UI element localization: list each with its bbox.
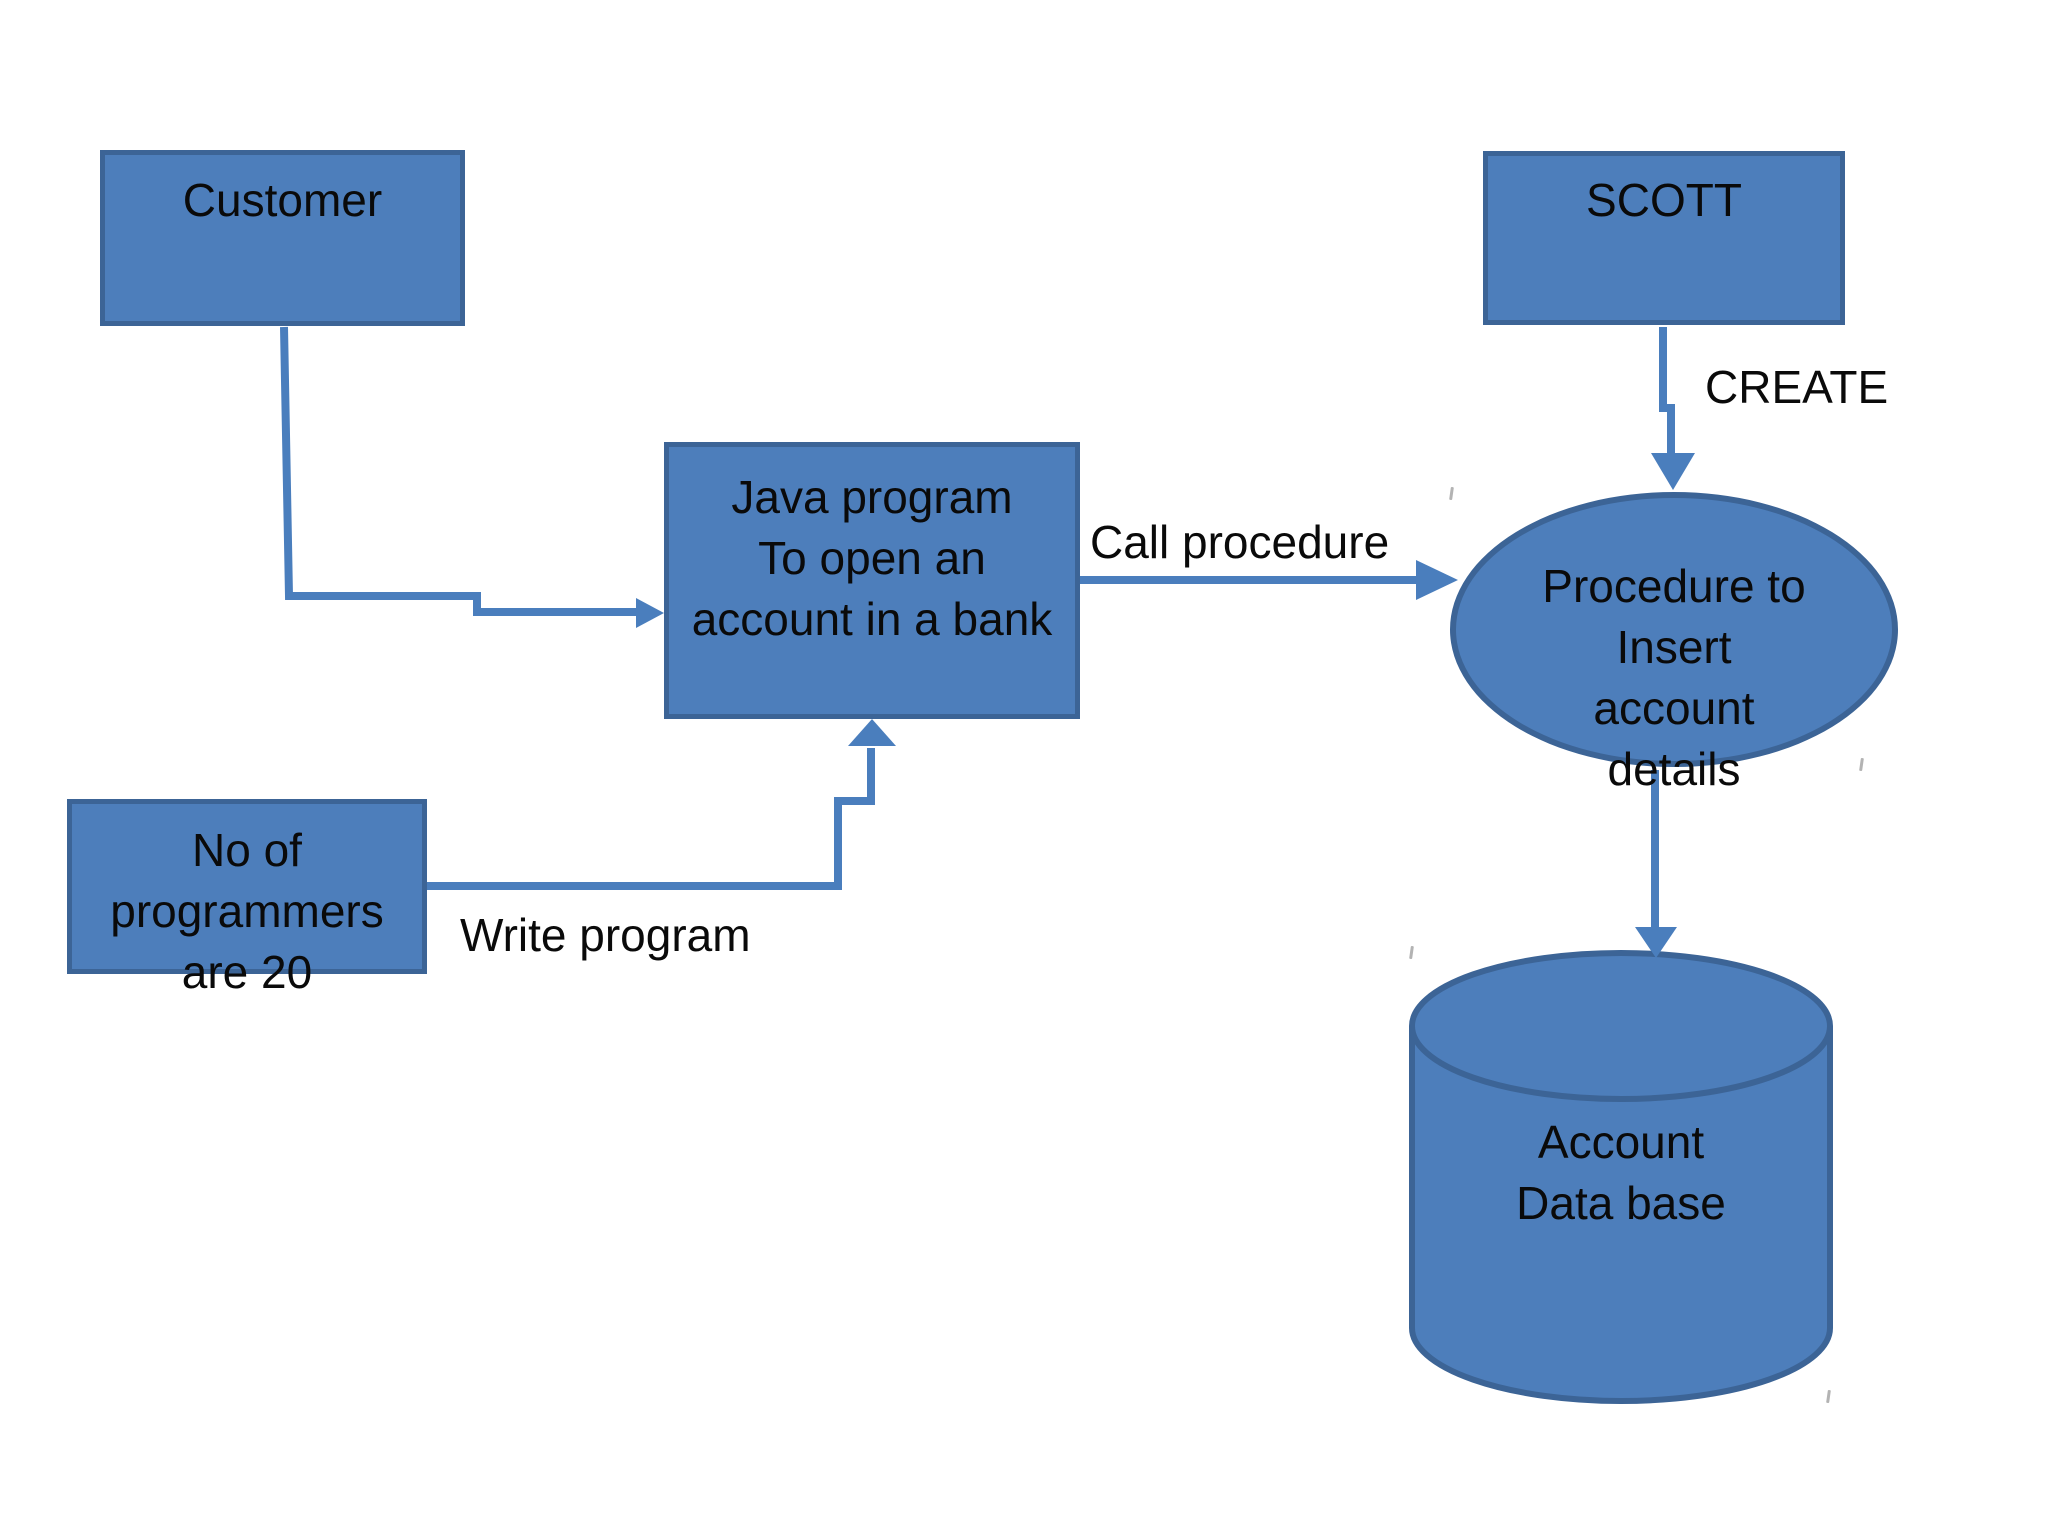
arrow-programmers-to-java xyxy=(427,719,896,890)
node-scott-label: SCOTT xyxy=(1586,174,1742,226)
arrow-java-to-procedure xyxy=(1080,560,1458,600)
node-programmers-label: No of programmers are 20 xyxy=(110,824,384,998)
node-java-program: Java program To open an account in a ban… xyxy=(664,442,1080,719)
edge-label-write-program: Write program xyxy=(460,909,751,961)
database-cylinder-shape xyxy=(1409,950,1833,1404)
arrow-customer-to-java xyxy=(280,326,664,628)
node-programmers: No of programmers are 20 xyxy=(67,799,427,998)
arrow-procedure-to-database xyxy=(1635,770,1677,958)
edge-label-create: CREATE xyxy=(1705,361,1889,413)
node-customer-label: Customer xyxy=(182,174,383,226)
node-scott: SCOTT xyxy=(1483,151,1845,325)
edge-label-call-procedure: Call procedure xyxy=(1090,516,1390,568)
node-customer: Customer xyxy=(100,150,465,326)
node-java-program-label: Java program To open an account in a ban… xyxy=(691,471,1053,645)
node-procedure: Procedure to Insert account details xyxy=(1450,492,1898,795)
node-database-label: Account Data base xyxy=(1516,1116,1726,1229)
arrow-scott-to-procedure xyxy=(1651,327,1695,490)
node-procedure-label: Procedure to Insert account details xyxy=(1542,560,1806,795)
